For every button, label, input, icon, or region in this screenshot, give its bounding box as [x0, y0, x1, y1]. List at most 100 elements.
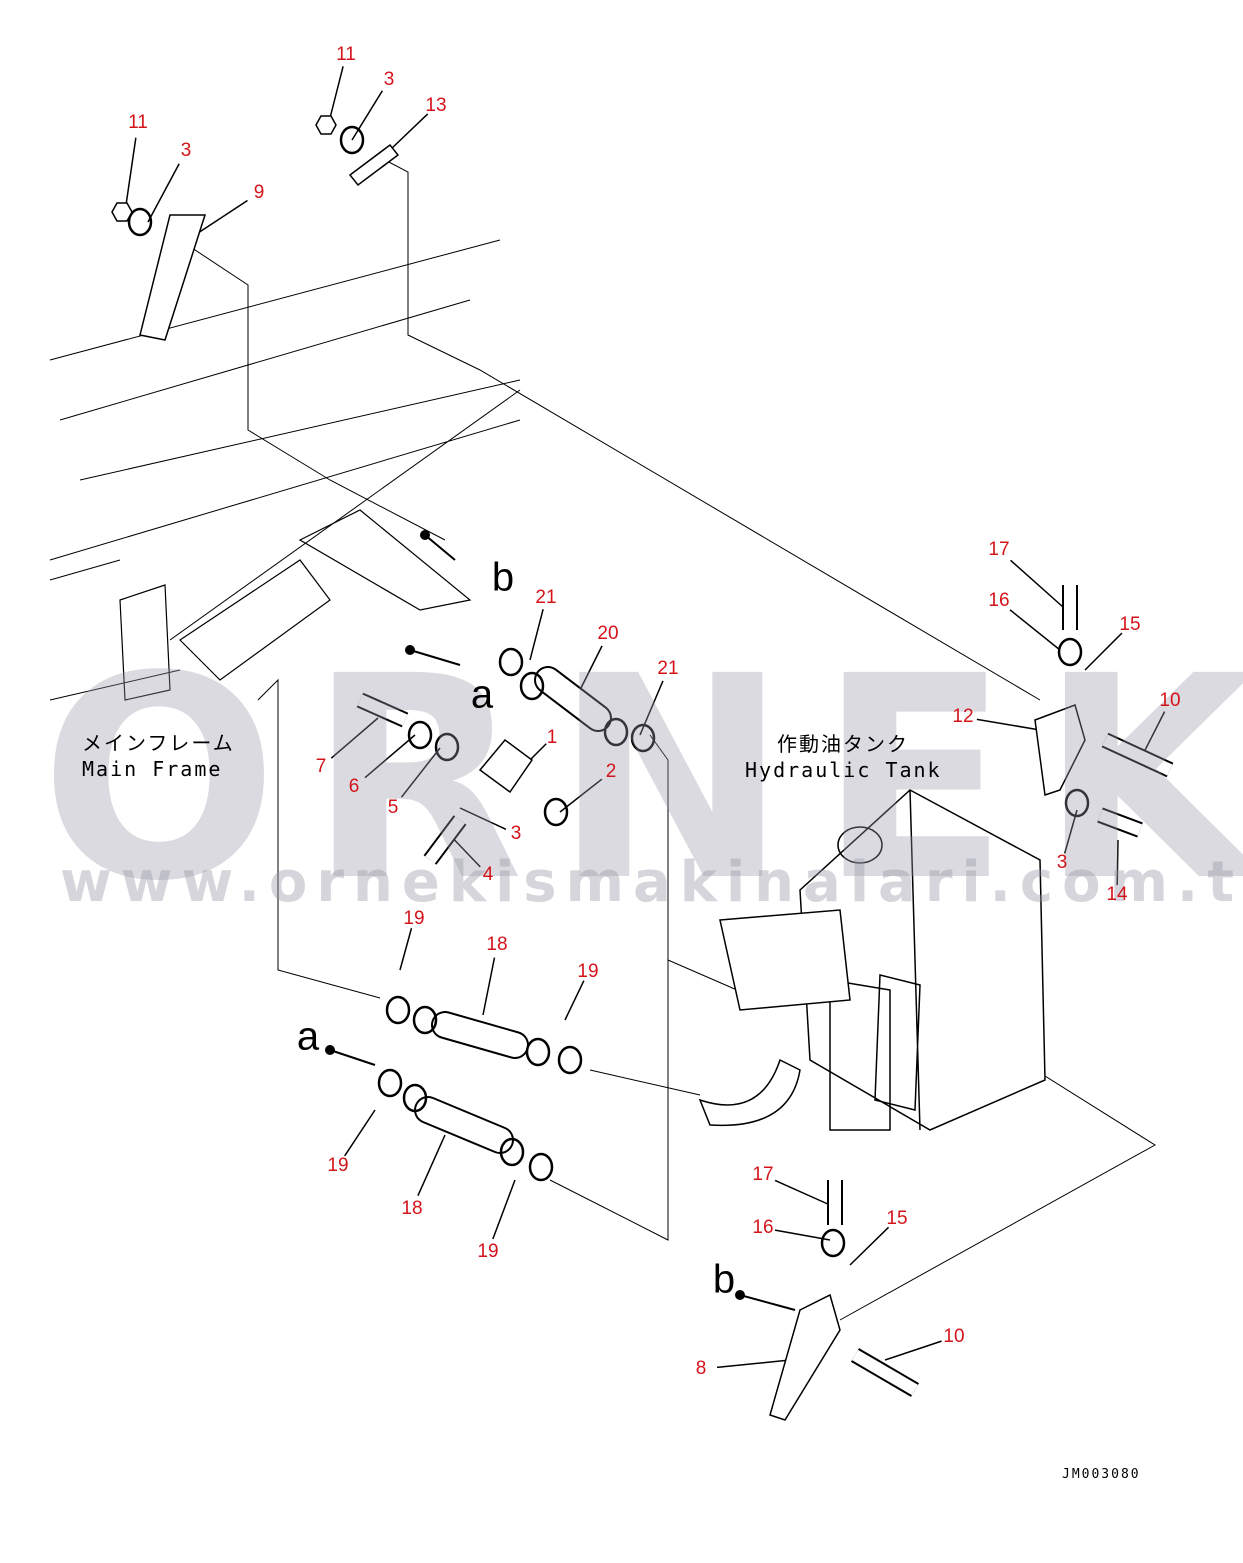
hose-fill: [416, 1098, 512, 1152]
leader-line: [1116, 839, 1119, 886]
callout-17: 17: [752, 1164, 774, 1185]
bolt-fill: [425, 816, 465, 864]
leader-line: [774, 1179, 831, 1206]
callout-12: 12: [952, 706, 974, 727]
callout-19: 19: [327, 1155, 349, 1176]
clamp-or-washer: [377, 1068, 403, 1098]
bracket-9: [139, 214, 207, 341]
clamp-or-washer: [385, 995, 411, 1025]
view-letter-b: b: [491, 555, 515, 600]
leader-line: [564, 980, 585, 1021]
clamp-or-washer: [603, 717, 629, 747]
view-arrow: [424, 534, 456, 561]
leader-line: [330, 717, 379, 759]
leader-line: [1009, 609, 1061, 651]
leader-line: [976, 718, 1041, 731]
frame-bracket-outline: [119, 509, 472, 701]
leader-line: [1063, 809, 1078, 854]
tank-cap: [837, 826, 883, 864]
clamp-or-washer: [525, 1037, 551, 1067]
main-frame-label-jp: メインフレーム: [82, 731, 235, 755]
view-arrow: [329, 1049, 376, 1066]
clamp-or-washer: [543, 797, 569, 827]
bracket-12: [1034, 704, 1086, 796]
callout-7: 7: [315, 756, 327, 777]
arrow-head-icon: [325, 1045, 335, 1055]
leader-line: [774, 1229, 831, 1241]
leader-line: [716, 1359, 791, 1369]
leader-line: [884, 1340, 942, 1361]
callout-17: 17: [988, 539, 1010, 560]
assembly-lines: [179, 159, 1156, 1321]
plate-13: [348, 143, 400, 187]
hydraulic-tank-label: 作動油タンク Hydraulic Tank: [745, 731, 942, 783]
leader-line: [194, 199, 248, 236]
clamp-or-washer: [412, 1005, 438, 1035]
main-frame-label-en: Main Frame: [82, 757, 223, 781]
callout-16: 16: [752, 1217, 774, 1238]
clamp-or-washer: [630, 723, 656, 753]
view-arrow: [409, 649, 461, 666]
view-letter-b: b: [712, 1257, 736, 1302]
arrow-head-icon: [405, 645, 415, 655]
pump-and-pipe: [698, 909, 851, 1127]
main-frame-label: メインフレーム Main Frame: [82, 730, 235, 782]
watermark-url: www.ornekismakinalari.com.tr: [60, 850, 1243, 915]
leader-line: [1010, 559, 1064, 608]
clamp-or-washer: [434, 732, 460, 762]
arrow-head-icon: [420, 530, 430, 540]
main-frame-outline: [49, 239, 521, 701]
leader-line: [125, 137, 137, 206]
leader-line: [492, 1179, 516, 1240]
leader-line: [364, 734, 416, 779]
watermark-logo: ORNEK: [40, 617, 1243, 943]
bolt-fill: [851, 1349, 919, 1396]
callout-11: 11: [128, 112, 148, 133]
view-letter-a: a: [470, 672, 494, 717]
leader-line: [482, 957, 496, 1016]
clamp-or-washer: [1057, 637, 1083, 667]
clamp-or-washer: [499, 1137, 525, 1167]
leader-line: [849, 1226, 890, 1266]
clamp-or-washer: [519, 671, 545, 701]
clamp-or-washer: [127, 207, 153, 237]
clamp-or-washer: [1064, 788, 1090, 818]
hose-fill: [536, 668, 610, 730]
callout-2: 2: [605, 761, 617, 782]
callout-3: 3: [510, 823, 522, 844]
leader-line: [400, 747, 441, 798]
callout-6: 6: [348, 776, 360, 797]
callout-5: 5: [387, 797, 399, 818]
callout-14: 14: [1106, 884, 1128, 905]
callout-10: 10: [1159, 690, 1181, 711]
callout-15: 15: [1119, 614, 1141, 635]
callout-16: 16: [988, 590, 1010, 611]
drawing-code: JM003080: [1062, 1467, 1141, 1482]
callout-19: 19: [477, 1241, 499, 1262]
leader-line: [399, 927, 413, 971]
clamp-or-washer: [407, 720, 433, 750]
hydraulic-tank-label-en: Hydraulic Tank: [745, 758, 942, 782]
callout-19: 19: [577, 961, 599, 982]
clamp-or-washer: [339, 125, 365, 155]
leader-line: [417, 1134, 446, 1196]
callout-11: 11: [336, 44, 356, 65]
callout-3: 3: [383, 69, 395, 90]
callout-3: 3: [1056, 852, 1068, 873]
clamp-or-washer: [820, 1228, 846, 1258]
leader-line: [529, 608, 544, 661]
hose-fill: [433, 1013, 527, 1057]
clamp-or-washer: [557, 1045, 583, 1075]
clamp-or-washer: [528, 1152, 554, 1182]
callout-21: 21: [535, 587, 557, 608]
callout-4: 4: [482, 864, 494, 885]
view-letter-a: a: [296, 1014, 320, 1059]
leader-line: [344, 1109, 376, 1157]
leader-line: [459, 807, 507, 831]
bracket-1: [478, 738, 534, 794]
hydraulic-tank-body: [799, 789, 1046, 1131]
nut-11: [111, 202, 133, 222]
bolt-fill: [357, 694, 408, 726]
view-arrow: [739, 1294, 796, 1311]
